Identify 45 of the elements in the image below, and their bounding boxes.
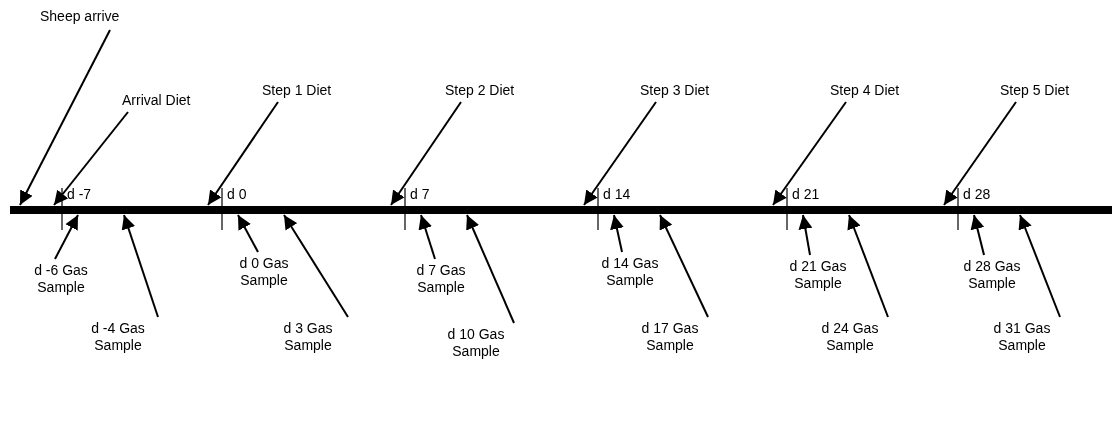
sample-label: d 0 Gas Sample <box>228 255 300 289</box>
diet-label: Step 2 Diet <box>445 82 545 99</box>
arrow <box>390 101 462 206</box>
arrow <box>659 214 709 318</box>
arrow <box>583 101 657 206</box>
diet-label: Step 1 Diet <box>262 82 362 99</box>
day-label: d 0 <box>227 186 247 203</box>
sample-label: d 7 Gas Sample <box>405 262 477 296</box>
arrow <box>466 214 515 324</box>
arrow <box>54 214 79 260</box>
sample-label: d 14 Gas Sample <box>592 255 668 289</box>
arrow <box>53 111 129 206</box>
sample-label: d 28 Gas Sample <box>954 258 1030 292</box>
day-label: d 28 <box>963 186 991 203</box>
arrow <box>1018 214 1061 318</box>
sample-label: d 17 Gas Sample <box>632 320 708 354</box>
arrow <box>772 101 847 206</box>
sample-label: d 24 Gas Sample <box>812 320 888 354</box>
arrow <box>283 214 349 318</box>
timeline-bar <box>10 206 1112 214</box>
arrow <box>610 214 624 253</box>
arrow <box>970 214 985 256</box>
arrow <box>798 214 813 256</box>
sample-label: d 31 Gas Sample <box>984 320 1060 354</box>
arrow <box>19 29 111 206</box>
sample-label: d 21 Gas Sample <box>780 258 856 292</box>
arrow <box>237 214 259 253</box>
arrow <box>847 214 889 318</box>
sample-label: d -6 Gas Sample <box>25 262 97 296</box>
event-label: Sheep arrive <box>40 8 150 25</box>
arrow <box>418 214 436 260</box>
diet-label: Step 4 Diet <box>830 82 930 99</box>
day-label: d 14 <box>603 186 631 203</box>
diet-label: Arrival Diet <box>122 92 222 109</box>
sample-label: d 10 Gas Sample <box>438 326 514 360</box>
diet-label: Step 5 Diet <box>1000 82 1100 99</box>
day-label: d 7 <box>410 186 430 203</box>
day-label: d 21 <box>792 186 820 203</box>
arrow <box>207 101 279 206</box>
arrow <box>943 101 1017 206</box>
diet-label: Step 3 Diet <box>640 82 740 99</box>
day-label: d -7 <box>67 186 92 203</box>
arrow <box>121 214 159 318</box>
sample-label: d 3 Gas Sample <box>272 320 344 354</box>
sample-label: d -4 Gas Sample <box>82 320 154 354</box>
